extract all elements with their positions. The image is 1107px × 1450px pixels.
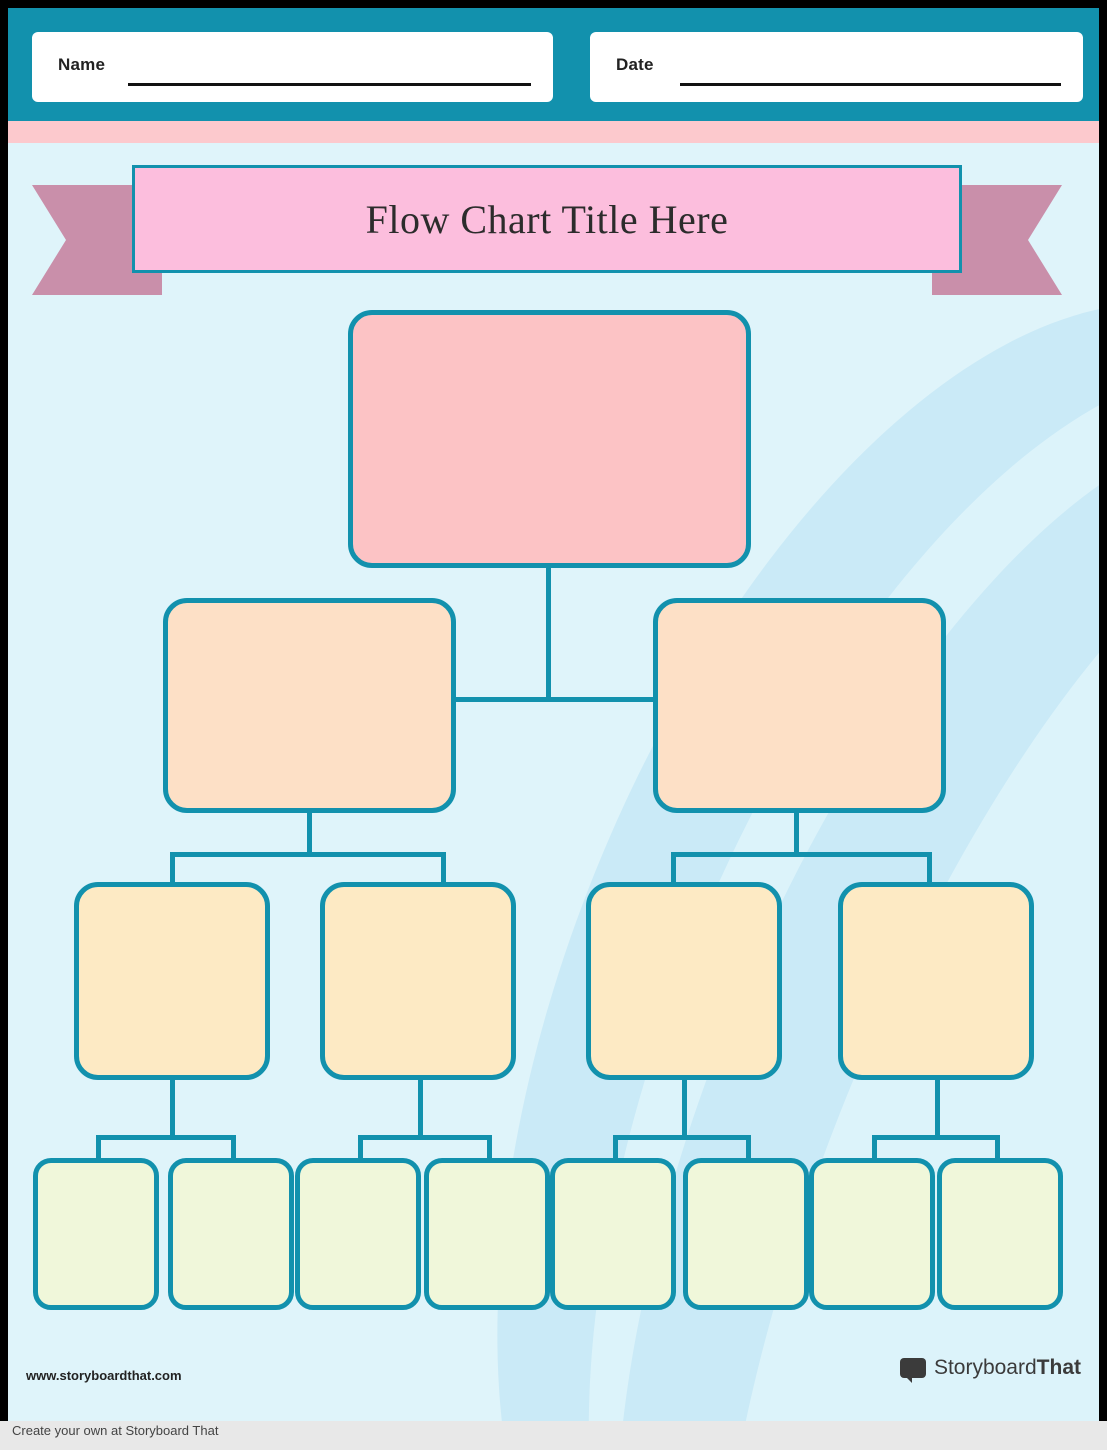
brand-name: StoryboardThat — [934, 1356, 1081, 1380]
flow-chart-title: Flow Chart Title Here — [365, 196, 729, 242]
flow-node-level4-6[interactable] — [683, 1158, 809, 1310]
connector-l4-n8-up — [995, 1135, 1000, 1161]
flow-node-level2-2[interactable] — [653, 598, 946, 813]
flow-node-level4-2[interactable] — [168, 1158, 294, 1310]
connector-l3n3-down — [682, 1078, 687, 1138]
connector-l2r-down — [794, 810, 799, 855]
bottom-strip-text: Create your own at Storyboard That — [12, 1423, 219, 1438]
ribbon-center[interactable]: Flow Chart Title Here — [132, 165, 962, 273]
title-ribbon: Flow Chart Title Here — [32, 165, 1062, 300]
connector-l3-n2-up — [441, 852, 446, 887]
connector-l3-bus-right — [671, 852, 932, 857]
flow-node-level2-1[interactable] — [163, 598, 456, 813]
connector-l4-bus-4 — [872, 1135, 1000, 1140]
date-label: Date — [616, 55, 654, 74]
connector-l3n4-down — [935, 1078, 940, 1138]
connector-l3-n1-up — [170, 852, 175, 887]
date-input-rule[interactable] — [680, 83, 1061, 86]
flow-node-level4-1[interactable] — [33, 1158, 159, 1310]
brand-suffix: That — [1036, 1356, 1081, 1379]
brand-logo: StoryboardThat — [899, 1356, 1081, 1383]
connector-l4-n4-up — [487, 1135, 492, 1161]
brand-prefix: Storyboard — [933, 1356, 1037, 1379]
connector-l4-bus-1 — [96, 1135, 236, 1140]
flow-node-level4-8[interactable] — [937, 1158, 1063, 1310]
connector-l2-bus — [307, 697, 799, 702]
connector-l1-down — [546, 565, 551, 700]
flow-node-level4-4[interactable] — [424, 1158, 550, 1310]
connector-l4-n7-up — [872, 1135, 877, 1161]
bottom-strip: Create your own at Storyboard That — [0, 1421, 1107, 1450]
connector-l4-n2-up — [231, 1135, 236, 1161]
connector-l3n1-down — [170, 1078, 175, 1138]
connector-l3n2-down — [418, 1078, 423, 1138]
flow-node-level3-3[interactable] — [586, 882, 782, 1080]
flow-node-level4-7[interactable] — [809, 1158, 935, 1310]
connector-l2l-down — [307, 810, 312, 855]
connector-l4-bus-3 — [613, 1135, 751, 1140]
connector-l4-n6-up — [746, 1135, 751, 1161]
name-input-rule[interactable] — [128, 83, 531, 86]
connector-l3-n4-up — [927, 852, 932, 887]
name-field[interactable]: Name — [32, 32, 553, 102]
flow-node-level1-1[interactable] — [348, 310, 751, 568]
connector-l4-n1-up — [96, 1135, 101, 1161]
pink-divider-band — [8, 121, 1099, 143]
flow-node-level3-1[interactable] — [74, 882, 270, 1080]
flow-node-level4-3[interactable] — [295, 1158, 421, 1310]
footer-url[interactable]: www.storyboardthat.com — [26, 1368, 182, 1383]
name-label: Name — [58, 55, 106, 74]
connector-l4-n3-up — [358, 1135, 363, 1161]
flow-node-level4-5[interactable] — [550, 1158, 676, 1310]
connector-l3-bus-left — [170, 852, 446, 857]
speech-bubble-icon — [899, 1358, 926, 1383]
connector-l4-n5-up — [613, 1135, 618, 1161]
connector-l3-n3-up — [671, 852, 676, 887]
flow-node-level3-2[interactable] — [320, 882, 516, 1080]
connector-l4-bus-2 — [358, 1135, 492, 1140]
date-field[interactable]: Date — [590, 32, 1083, 102]
flow-node-level3-4[interactable] — [838, 882, 1034, 1080]
header-row: Name Date — [8, 8, 1099, 121]
